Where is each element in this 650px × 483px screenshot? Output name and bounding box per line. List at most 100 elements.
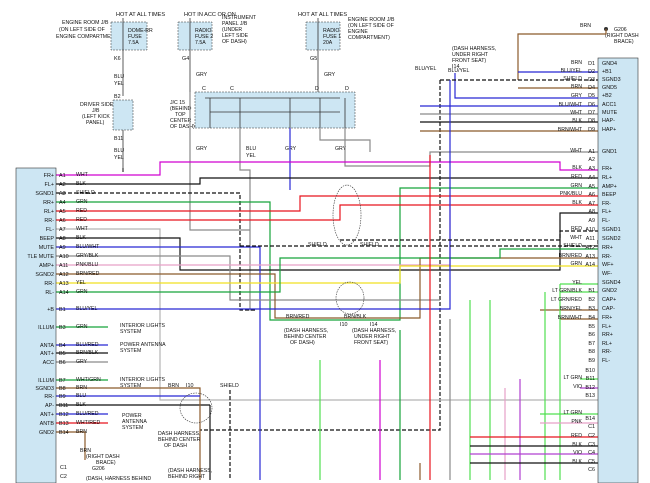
- wire-yel-top: YEL: [114, 81, 124, 87]
- wire: [517, 29, 607, 80]
- right-unit-wire-color: BLK: [572, 118, 582, 124]
- left-unit-wire-color: BRN/BLK: [76, 350, 99, 356]
- svg-text:J/C 15: J/C 15: [170, 100, 185, 106]
- left-unit-pin-label: RL-: [45, 290, 54, 296]
- left-unit-pin-label: FL-: [46, 227, 54, 233]
- svg-text:C2: C2: [60, 474, 67, 480]
- right-unit-wire-color: VIO: [573, 450, 582, 456]
- right-unit-pin-id: B4: [588, 315, 595, 321]
- svg-text:I14: I14: [370, 322, 378, 328]
- svg-text:ANTENNA: ANTENNA: [122, 419, 147, 425]
- left-unit-wire-color: BRN/RED: [76, 271, 100, 277]
- wire: [56, 248, 598, 293]
- left-unit-wire-color: BLU/RED: [76, 411, 99, 417]
- left-unit-pin-id: A12: [59, 272, 69, 278]
- right-unit: GND4+B1SGND3GND5+B2ACC1MUTEHAP-HAP+GND1F…: [551, 57, 639, 483]
- svg-text:SYSTEM: SYSTEM: [120, 383, 141, 389]
- right-unit-wire-color: BRN/WHT: [558, 315, 583, 321]
- jc15-label: J/C 15 (BEHIND TOP CENTER OF DASH): [170, 100, 195, 130]
- svg-text:INTERIOR LIGHTS: INTERIOR LIGHTS: [120, 323, 166, 329]
- left-notes: INTERIOR LIGHTS SYSTEM POWER ANTENNA SYS…: [80, 323, 166, 482]
- left-unit-wire-color: BLU/RED: [76, 342, 99, 348]
- svg-text:BEHIND RIGHT: BEHIND RIGHT: [168, 474, 206, 480]
- svg-text:G206: G206: [92, 466, 105, 472]
- svg-text:DRIVER SIDE: DRIVER SIDE: [80, 102, 114, 108]
- right-unit-wire-color: BLK: [572, 200, 582, 206]
- right-unit-wire-color: GRY: [571, 93, 583, 99]
- left-unit-pin-label: AMP+: [39, 263, 54, 269]
- left-unit-wire-color: BRN: [76, 429, 87, 435]
- svg-text:(DASH HARNESS,: (DASH HARNESS,: [284, 328, 328, 334]
- svg-text:YEL: YEL: [114, 155, 124, 161]
- wire: [56, 192, 255, 311]
- svg-text:I14: I14: [452, 64, 460, 70]
- svg-text:DASH HARNESS,: DASH HARNESS,: [158, 431, 200, 437]
- fuse2-type: FUSE 2: [195, 34, 213, 40]
- left-unit-pin-id: A13: [59, 281, 69, 287]
- svg-text:(RIGHT DASH: (RIGHT DASH: [86, 454, 120, 460]
- svg-text:D: D: [315, 86, 319, 92]
- right-unit-pin-label: SGND1: [602, 227, 621, 233]
- fuse3-pin: G5: [310, 56, 317, 62]
- left-unit-pin-label: RR-: [44, 281, 54, 287]
- svg-text:GRY: GRY: [335, 146, 347, 152]
- svg-text:BEHIND CENTER: BEHIND CENTER: [284, 334, 327, 340]
- left-unit-pin-label: ANT+: [40, 351, 54, 357]
- right-unit-wire-color: WHT: [570, 110, 583, 116]
- right-unit-pin-id: A1: [588, 149, 595, 155]
- left-unit-pin-id: A9: [59, 245, 66, 251]
- left-unit-pin-label: ILLUM: [38, 378, 54, 384]
- right-unit-pin-id: B7: [588, 341, 595, 347]
- left-unit-wire-color: WHT/RED: [76, 420, 100, 426]
- right-unit-wire-color: PNK: [571, 419, 582, 425]
- right-unit-pin-id: A10: [585, 227, 595, 233]
- right-unit-box: [597, 57, 639, 483]
- left-unit-wire-color: BLU/WHT: [76, 244, 100, 250]
- left-unit-wire-color: BLK: [76, 181, 86, 187]
- left-unit-pin-label: ANT+: [40, 412, 54, 418]
- wire: [56, 196, 451, 266]
- right-unit-wire-color: RED: [571, 433, 582, 439]
- left-unit-wire-color: BLK: [76, 402, 86, 408]
- left-unit-pin-label: FL+: [45, 182, 54, 188]
- left-unit-pin-id: A6: [59, 218, 66, 224]
- right-unit-wire-color: RED: [571, 226, 582, 232]
- right-unit-pin-label: FR+: [602, 166, 612, 172]
- svg-text:POWER: POWER: [122, 413, 142, 419]
- right-unit-pin-id: D8: [588, 118, 595, 124]
- right-unit-pin-label: WF-: [602, 271, 612, 277]
- right-unit-wire-color: BLK: [572, 459, 582, 465]
- fuse1-pin: K6: [114, 56, 121, 62]
- wire: [56, 187, 598, 321]
- svg-text:FRONT SEAT): FRONT SEAT): [452, 58, 486, 64]
- right-unit-pin-label: SGND4: [602, 280, 621, 286]
- hot-label-3: HOT AT ALL TIMES: [298, 12, 347, 18]
- right-unit-pin-id: A3: [588, 166, 595, 172]
- fuse3-amp: 20A: [323, 40, 333, 46]
- right-unit-pin-id: D1: [588, 61, 595, 67]
- right-unit-wire-color: BRN: [571, 84, 582, 90]
- left-unit-box: [15, 167, 57, 483]
- right-unit-pin-id: A11: [586, 236, 595, 242]
- middle-labels: SHIELD SHIELD BRN/RED BRN/BLK I10 I14 (D…: [158, 242, 396, 480]
- left-unit-pin-id: B12: [59, 412, 69, 418]
- right-unit-pin-label: FR+: [602, 315, 612, 321]
- right-unit-pin-label: FL+: [602, 209, 611, 215]
- left-unit-pin-label: RR+: [43, 200, 54, 206]
- right-unit-pin-label: AMP+: [602, 184, 617, 190]
- wire: [319, 128, 371, 152]
- right-unit-wire-color: LT GRN/BLK: [552, 288, 582, 294]
- svg-text:CENTER: CENTER: [170, 118, 192, 124]
- left-unit-pin-id: A5: [59, 209, 66, 215]
- left-unit-pin-id: B7: [59, 378, 66, 384]
- right-unit-wire-color: BLK: [572, 165, 582, 171]
- left-unit-wire-color: YEL: [76, 280, 86, 286]
- svg-text:(UNDER: (UNDER: [222, 27, 242, 33]
- right-unit-pin-label: CAP+: [602, 297, 616, 303]
- svg-text:COMPARTMENT): COMPARTMENT): [348, 35, 390, 41]
- left-unit-pin-label: ANTB: [40, 421, 55, 427]
- wire-layer: [56, 29, 607, 480]
- engine-room-jb-right-label: ENGINE ROOM J/B (ON LEFT SIDE OF ENGINE …: [348, 17, 395, 41]
